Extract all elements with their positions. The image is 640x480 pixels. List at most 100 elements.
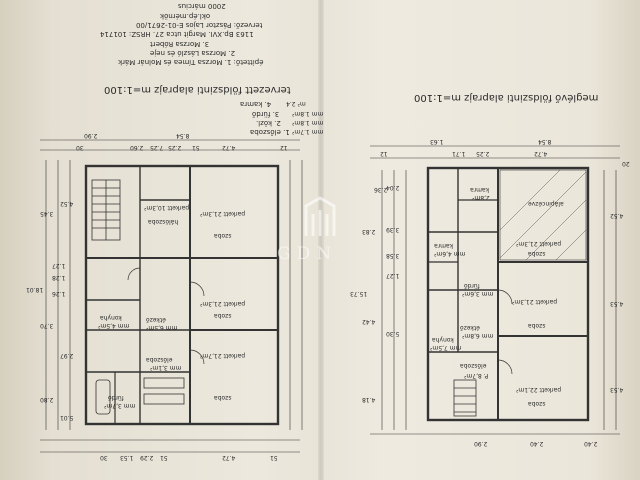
right-dim-right-3: 4.53 (610, 386, 624, 393)
left-dim-side-5: 5.01 (60, 414, 74, 421)
right-room-2-area: parkett 21,3m² (512, 298, 558, 305)
left-dim-bottom-5: 51 (160, 454, 168, 461)
right-dim-side-1: 2.04 (386, 184, 400, 191)
right-room-1-area: parkett 21,3m² (516, 240, 562, 247)
left-room-7-area: mm 3,7m² (104, 402, 136, 409)
left-dim-top-3: 4.72 (222, 144, 236, 151)
right-dim-top-3: 2.25 (476, 150, 490, 157)
right-dim-bottom-1: 2.90 (474, 440, 488, 447)
right-dim-top-1: 8.54 (538, 138, 552, 145)
left-room-6-area: mm 6,5m² (146, 324, 178, 331)
watermark-logo-icon (304, 196, 336, 236)
right-dim-side-6: 1.27 (386, 272, 400, 279)
right-room-8-area: mm 4,6m² (434, 250, 466, 257)
legend-value-1: mm 1.7m² (292, 128, 324, 135)
paper-fold (318, 0, 324, 480)
left-room-8-name: konyha (100, 314, 122, 321)
designer-line-1: építtető: 1. Morzsa Tímea és Molnár Márk (118, 58, 264, 66)
left-dim-bottom-2: 2.29 (140, 454, 154, 461)
left-room-6-name: étkező (146, 316, 166, 323)
left-dim-side-4: 2.80 (40, 396, 54, 403)
right-dim-side-7: 4.42 (362, 318, 376, 325)
left-dim-side-8: 1.26 (52, 290, 66, 297)
left-dim-side-6: 1.27 (52, 262, 66, 269)
legend-value-4: m² 2.4 (286, 100, 306, 107)
legend-value-3: mm 1.8m² (292, 110, 324, 117)
right-room-9-area: P. 8,7m² (464, 372, 489, 379)
right-dim-top-4: 1.71 (452, 150, 466, 157)
left-plan-title: tervezett földszinti alaprajz m=1:100 (104, 84, 291, 95)
right-room-4-name: étkező (460, 324, 480, 331)
right-room-9-name: előszoba (460, 362, 487, 369)
right-room-3-name: szoba (528, 400, 546, 407)
designer-line-2: 2. Morzsa László és neje (150, 49, 236, 57)
right-room-5-name: konyha (432, 336, 454, 343)
right-dim-right-4: 20 (622, 160, 630, 167)
right-room-5-area: mm 7,5m² (430, 344, 462, 351)
left-dim-side-2: 3.45 (40, 210, 54, 217)
right-room-3-area: parkett 22,1m² (516, 386, 562, 393)
right-room-1-name: szoba (528, 250, 546, 257)
right-room-7-name: fürdő (464, 282, 480, 289)
left-dim-top-2: 8.54 (176, 132, 190, 139)
designer-line-3: 3. Morzsa Róbert (150, 40, 210, 48)
legend-item-1: 1. előszoba (250, 128, 290, 136)
left-dim-bottom-4: 30 (100, 454, 108, 461)
legend-item-3: 3. fürdő (252, 110, 280, 118)
left-dim-top-7: 30 (76, 144, 84, 151)
left-room-2-name: szoba (214, 312, 232, 319)
right-room-4-area: mm 6,8m² (462, 332, 494, 339)
right-room-10-name: alápincézve (528, 200, 564, 207)
left-plan-outline (84, 164, 280, 426)
left-room-5-name: előszoba (146, 356, 173, 363)
left-room-4-name: hálószoba (148, 218, 179, 225)
left-dim-side-10: 18.01 (26, 286, 44, 293)
right-dim-top-2: 4.72 (534, 150, 548, 157)
left-dim-top-8: 51 (192, 144, 200, 151)
left-room-5-area: mm 3,1m² (150, 364, 182, 371)
legend-item-2: 2. közl. (256, 119, 281, 127)
left-dim-side-9: 2.97 (60, 352, 74, 359)
right-room-7-area: mm 3,6m² (462, 290, 494, 297)
left-room-1-area: parkett 21,3m² (200, 210, 246, 217)
left-dim-top-4: 2.60 (130, 144, 144, 151)
left-dim-side-1: 4.52 (60, 200, 74, 207)
left-dim-bottom-3: 1.53 (120, 454, 134, 461)
left-dim-side-3: 3.70 (40, 322, 54, 329)
right-dim-side-8: 15.73 (350, 290, 368, 297)
legend-item-4: 4. kamra (240, 100, 272, 108)
left-room-7-name: fürdő (108, 394, 124, 401)
designer-line-4: 1163 Bp.XVI. Margit utca 27. HRSZ: 10171… (100, 30, 254, 38)
right-room-2-name: szoba (528, 322, 546, 329)
left-room-8-area: mm 4,5m² (98, 322, 130, 329)
left-dim-top-6: 7.25 (150, 144, 164, 151)
watermark-text: GDN (277, 244, 338, 264)
left-dim-side-7: 1.28 (52, 274, 66, 281)
designer-line-6: okl.ép.mérnök (160, 12, 211, 20)
right-dim-side-10: 5.30 (386, 330, 400, 337)
right-dim-side-9: 4.18 (362, 396, 376, 403)
left-dim-top-1: 2.90 (84, 132, 98, 139)
right-plan-title: meglévő földszinti alaprajz m=1:100 (414, 92, 599, 103)
right-room-6-area: 2,8m² (472, 194, 490, 201)
right-dim-side-4: 3.39 (386, 226, 400, 233)
right-dim-side-5: 3.58 (386, 252, 400, 259)
right-room-6-name: kamra (470, 186, 490, 193)
left-room-1-name: szoba (214, 232, 232, 239)
legend-value-2: mm 1.8m² (292, 119, 324, 126)
right-dim-top-5: 1.63 (430, 138, 444, 145)
right-dim-top-6: 12 (380, 150, 388, 157)
left-dim-bottom-6: 51 (270, 454, 278, 461)
left-room-4-area: parkett 10,3m² (144, 204, 190, 211)
left-dim-top-5: 2.25 (168, 144, 182, 151)
right-dim-right-1: 4.52 (610, 212, 624, 219)
right-dim-side-2: 2.36 (374, 186, 388, 193)
left-dim-bottom-1: 4.72 (222, 454, 236, 461)
left-room-2-area: parkett 21,3m² (200, 300, 246, 307)
right-dim-right-2: 4.53 (610, 300, 624, 307)
right-plan-outline (426, 166, 590, 422)
designer-line-5: tervező: Pásztor Lajos E-01-2671/00 (136, 21, 263, 29)
right-dim-bottom-3: 2.40 (584, 440, 598, 447)
